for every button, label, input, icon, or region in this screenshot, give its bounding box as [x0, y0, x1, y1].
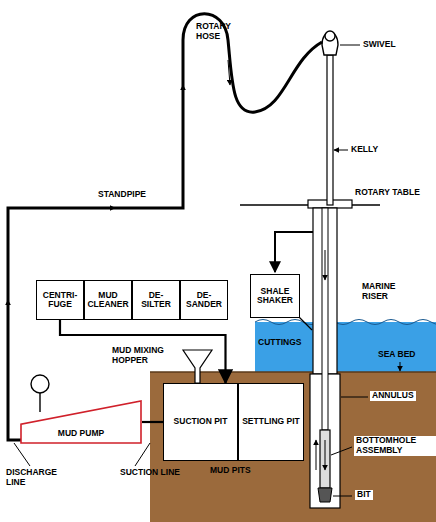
part-label: BIT — [355, 490, 373, 500]
part-label: ROTARY HOSE — [196, 22, 236, 42]
shaker-box: SHALE SHAKER — [250, 274, 300, 318]
drill-pipe — [322, 208, 328, 430]
part-label: ROTARY TABLE — [355, 188, 425, 198]
box-label: MUD CLEANER — [85, 289, 131, 312]
process-box: DE- SILTER — [132, 280, 180, 320]
part-label: CUTTINGS — [258, 338, 301, 348]
part-label: SUCTION LINE — [120, 468, 180, 478]
box-label: DE- SILTER — [133, 289, 179, 312]
process-box: DE- SANDER — [180, 280, 228, 320]
process-box: MUD CLEANER — [84, 280, 132, 320]
box-label: MUD PUMP — [56, 427, 106, 440]
pit-box: SUCTION PIT — [163, 383, 238, 461]
part-label: MARINE RISER — [362, 282, 422, 302]
standpipe-line — [8, 14, 322, 440]
part-label: BOTTOMHOLE ASSEMBLY — [354, 436, 436, 456]
part-label: MUD PITS — [210, 466, 251, 476]
process-box: CENTRI- FUGE — [36, 280, 84, 320]
part-label: KELLY — [351, 145, 378, 155]
flow-line — [60, 320, 226, 383]
box-label: SETTLING PIT — [240, 415, 302, 428]
kelly — [327, 55, 333, 205]
part-label: DISCHARGE LINE — [6, 468, 66, 488]
bottomhole-assembly — [320, 430, 330, 488]
pump-motor — [31, 375, 49, 393]
box-label: SUCTION PIT — [172, 415, 230, 428]
ground — [150, 372, 436, 522]
part-label: ANNULUS — [370, 391, 416, 401]
box-label: SHALE SHAKER — [251, 285, 299, 308]
part-label: SEA BED — [378, 350, 415, 360]
pump-shape: MUD PUMP — [20, 400, 142, 444]
bit — [318, 488, 332, 502]
part-label: MUD MIXING HOPPER — [112, 346, 180, 366]
flow-line — [142, 421, 163, 423]
box-label: DE- SANDER — [181, 289, 227, 312]
pit-box: SETTLING PIT — [238, 383, 304, 461]
sea-water — [255, 322, 436, 372]
flow-line — [275, 232, 313, 272]
part-label: SWIVEL — [363, 40, 396, 50]
part-label: STANDPIPE — [98, 190, 146, 200]
mixing-hopper — [183, 350, 212, 383]
box-label: CENTRI- FUGE — [37, 289, 83, 312]
